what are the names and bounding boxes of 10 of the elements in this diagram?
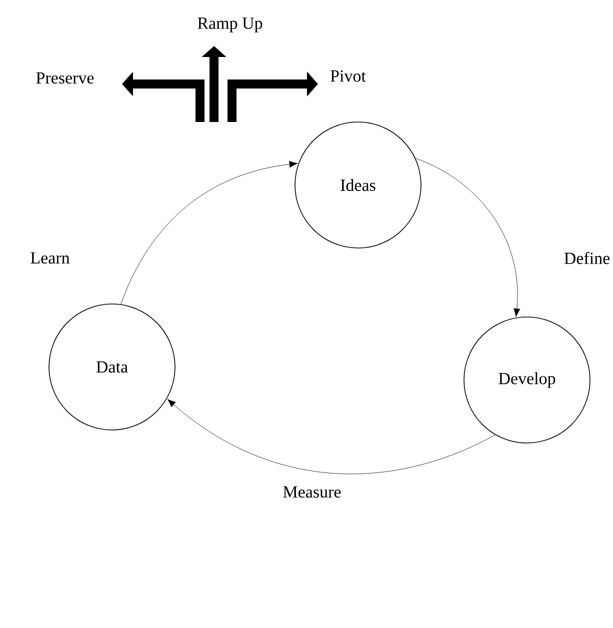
edge-label: Measure [283,486,341,498]
direction-label: Pivot [330,70,366,82]
curved-arrow [415,158,520,317]
curved-arrow [167,399,496,474]
bold-arrow [228,72,318,122]
curved-arrow [120,160,298,304]
direction-label: Ramp Up [198,18,262,32]
edge-label: Learn [30,252,70,264]
direction-label: Preserve [36,72,94,84]
edge-label: Define [564,252,610,264]
